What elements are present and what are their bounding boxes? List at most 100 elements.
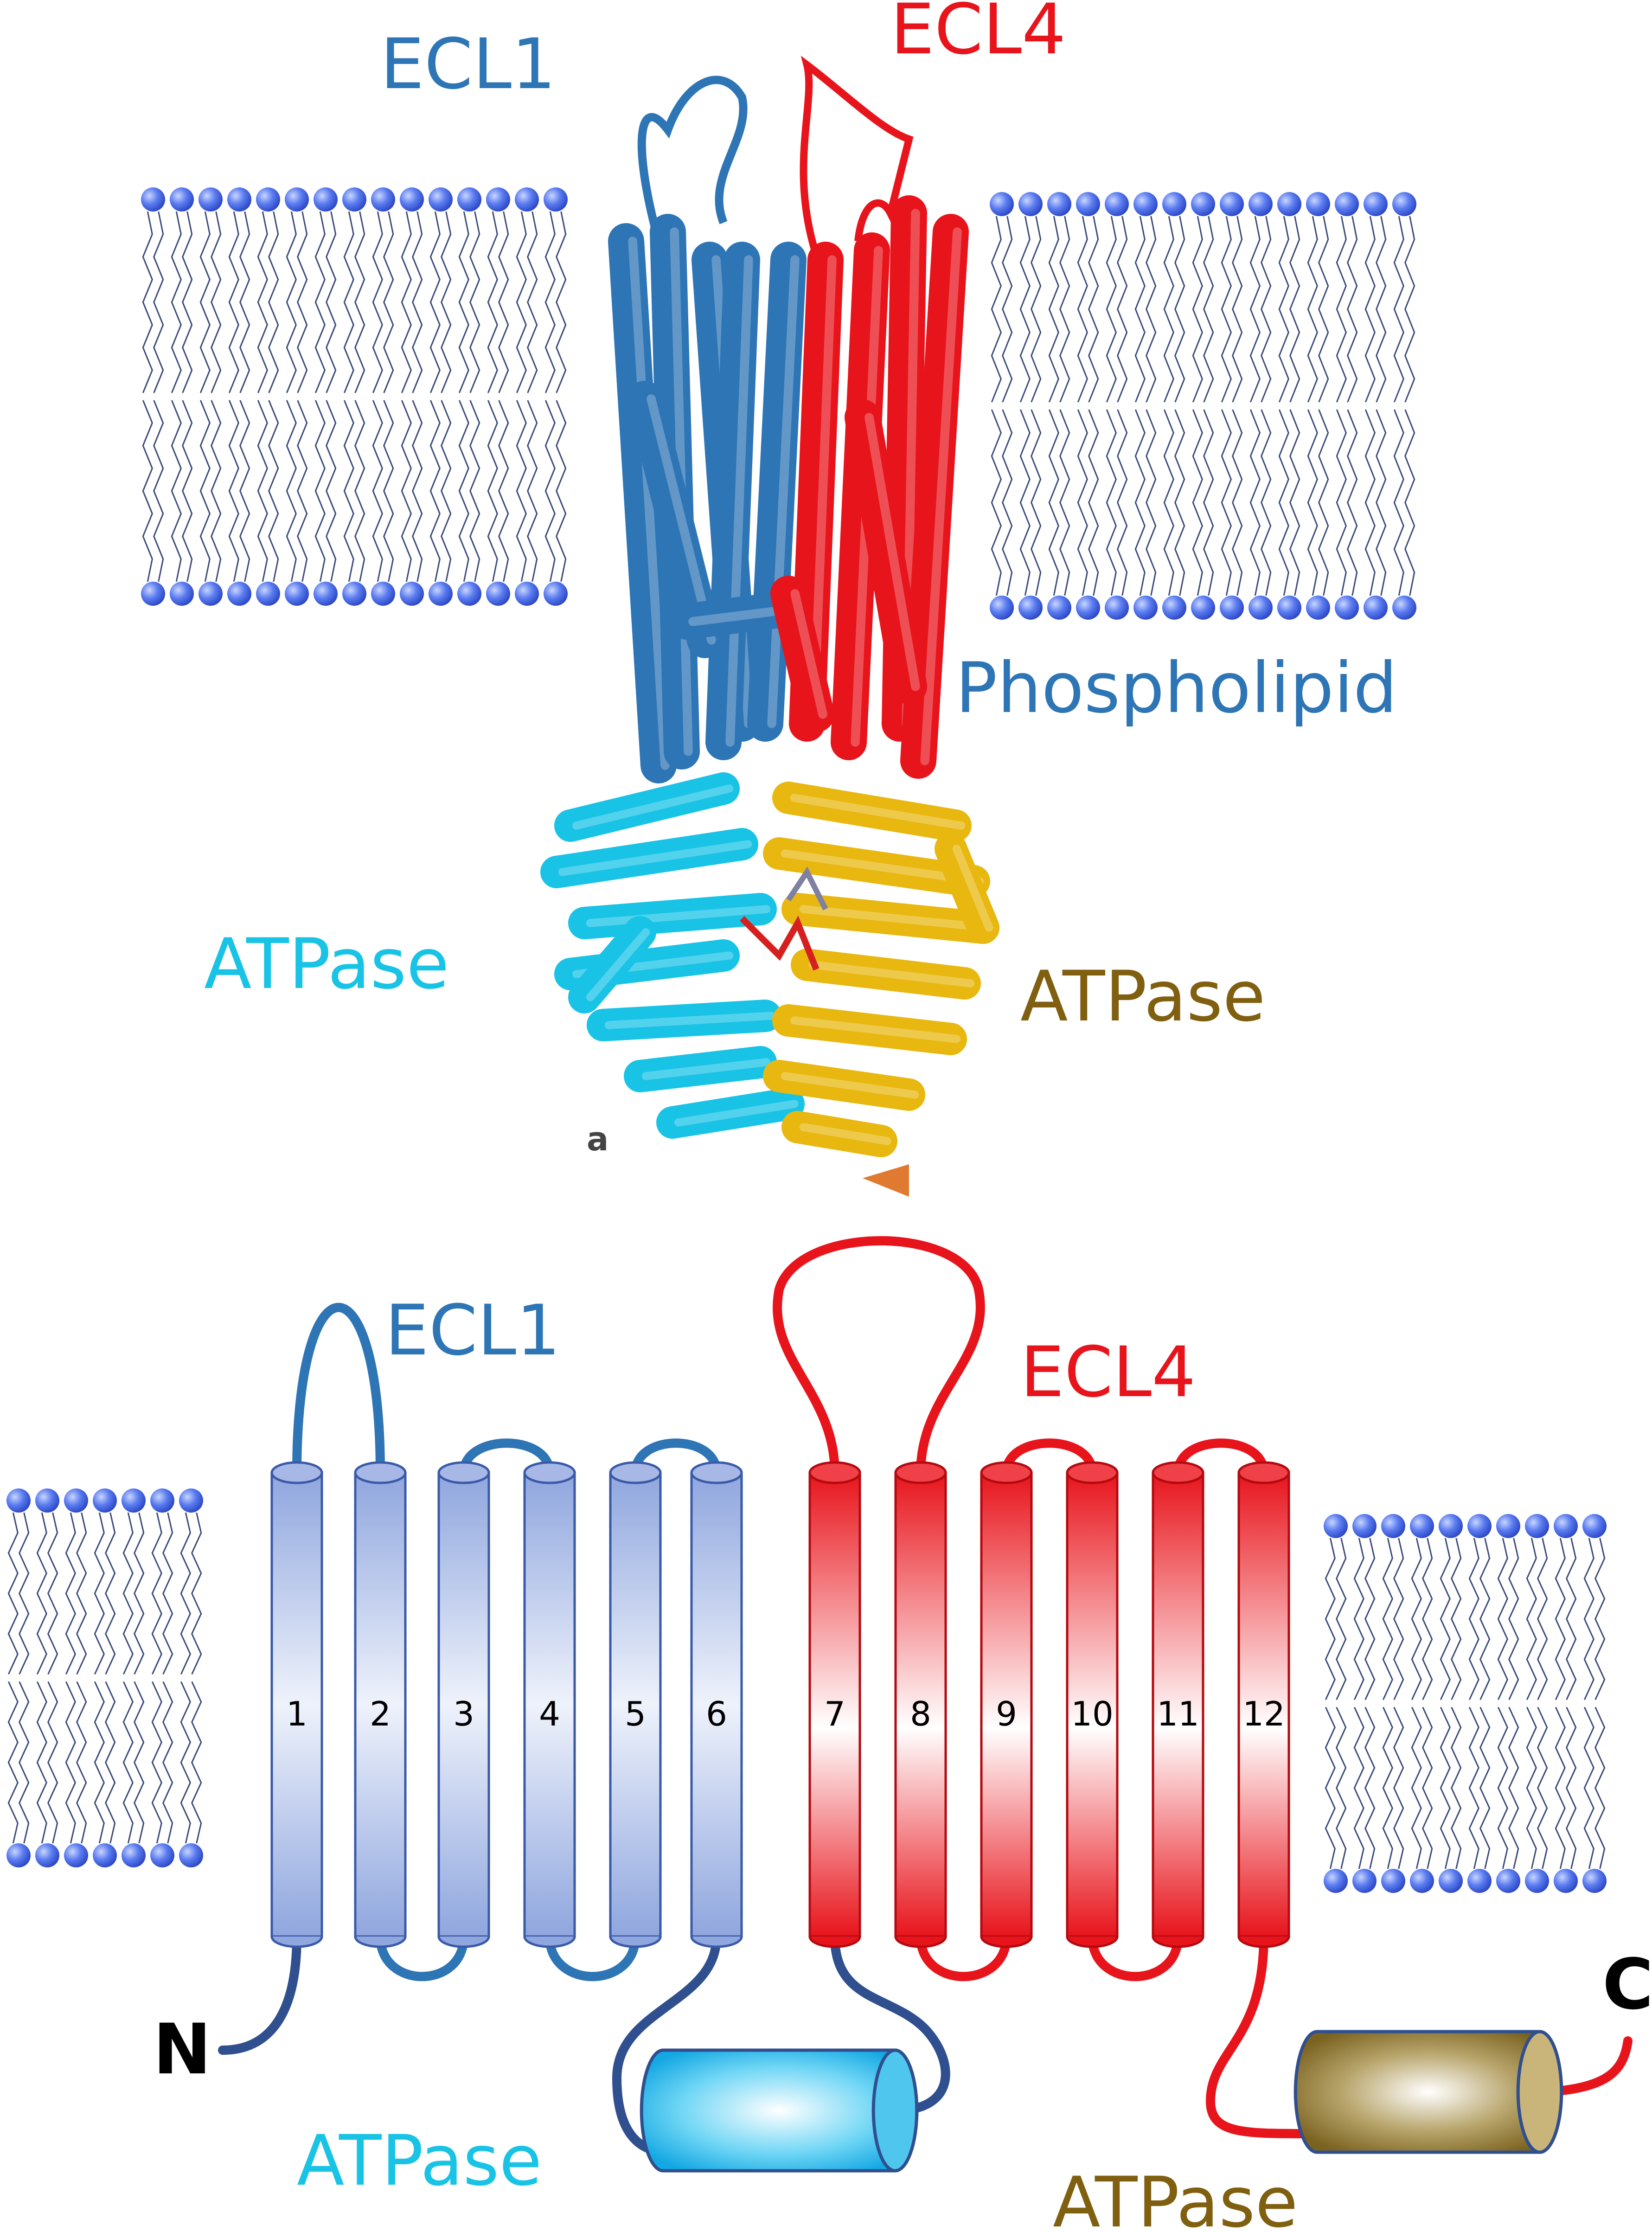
lipid-tail [1382, 1706, 1393, 1869]
lipid-head [64, 1843, 88, 1867]
lipid-head [285, 582, 309, 606]
lipid-tail [153, 211, 164, 393]
lipid-tail [469, 400, 480, 582]
lipid-tail [1583, 1706, 1594, 1869]
intracellular-loop [1088, 1932, 1183, 1982]
atpase-helix-cyan-highlight [604, 1012, 775, 1029]
helix-bottom [894, 1936, 947, 1948]
lipid-tail [1594, 1706, 1606, 1869]
lipid-tail [1318, 409, 1329, 596]
lipid-tail [1479, 1538, 1491, 1700]
lipid-tail [326, 400, 337, 582]
lipid-tail [1347, 409, 1358, 596]
helix-body [690, 1471, 743, 1938]
lipid-head [457, 582, 481, 606]
lipid-tail [134, 1681, 145, 1844]
atpase-helix-cyan-highlight [674, 1100, 799, 1127]
helix-bottom [270, 1936, 323, 1948]
lipid-tail [383, 211, 394, 393]
lipid-tail [1019, 216, 1031, 403]
bottom-ecl1-label: ECL1 [385, 1290, 561, 1371]
lipid-tail [142, 211, 153, 393]
nbd1-linker-out [830, 1932, 950, 2115]
lipid-tail [1048, 409, 1059, 596]
lipid-tail [7, 1681, 19, 1844]
lipid-head [1582, 1514, 1607, 1538]
lipid-tail [1336, 216, 1347, 403]
lipid-head [400, 187, 424, 212]
lipid-head [1249, 192, 1273, 216]
lipid-head [1047, 596, 1071, 620]
lipid-tail [1583, 1538, 1594, 1700]
lipid-head [122, 1488, 146, 1513]
lipid-head [1496, 1514, 1520, 1538]
helix-cap [354, 1461, 407, 1484]
lipid-tail [343, 211, 354, 393]
lipid-tail [1221, 409, 1232, 596]
lipid-tail [1468, 1706, 1479, 1869]
lipid-tail [1497, 1538, 1508, 1700]
lipid-head [1018, 596, 1043, 620]
lipid-head [170, 187, 194, 212]
lipid-head [1191, 596, 1215, 620]
lipid-tail [1526, 1706, 1537, 1869]
lipid-head [285, 187, 309, 212]
barrel-cap [1516, 2030, 1563, 2154]
lipid-head [314, 582, 338, 606]
lipid-head [35, 1488, 59, 1513]
lipid-tail [1249, 409, 1261, 596]
lipid-tail [65, 1512, 76, 1675]
lipid-head [198, 582, 223, 606]
helix-number: 8 [910, 1694, 931, 1733]
panel-letter: a [587, 1120, 608, 1158]
atpase-helix-gold [763, 837, 990, 898]
top-phospholipid-label: Phospholipid [955, 648, 1397, 729]
lipid-tail [498, 211, 509, 393]
lipid-tail [1031, 409, 1042, 596]
lipid-tail [239, 400, 250, 582]
helix-body [437, 1471, 490, 1938]
atpase-helix-gold [791, 949, 981, 1000]
lipid-tail [372, 211, 383, 393]
lipid-head [515, 582, 539, 606]
atpase-helix-cyan-highlight [586, 928, 650, 1001]
helix-bottom [354, 1936, 407, 1948]
helix-cap [437, 1461, 490, 1484]
lipid-head [1364, 192, 1388, 216]
lipid-head [6, 1488, 31, 1513]
lipid-tail [211, 400, 222, 582]
lipid-tail [544, 211, 556, 393]
lipid-tail [1566, 1706, 1577, 1869]
lipid-head [1467, 1869, 1492, 1893]
helix-cap [980, 1461, 1033, 1484]
lipid-tail [1393, 216, 1404, 403]
lipid-tail [354, 211, 365, 393]
lipid-tail [991, 409, 1002, 596]
lipid-tail [257, 400, 268, 582]
lipid-tail [36, 1681, 47, 1844]
lipid-tail [1451, 1706, 1462, 1869]
lipid-tail [458, 400, 469, 582]
lipid-head [1133, 192, 1158, 216]
lipid-tail [1289, 216, 1300, 403]
lipid-tail [314, 211, 326, 393]
tmd-helix-blue-highlight [647, 394, 716, 645]
lipid-tail [487, 211, 498, 393]
lipid-tail [1382, 1538, 1393, 1700]
tmd-helix-red-highlight [864, 413, 920, 691]
lipid-tail [1192, 409, 1203, 596]
tmd-helix-red-highlight [790, 589, 827, 719]
lipid-head [256, 582, 280, 606]
c-terminus-tail [1544, 2036, 1633, 2097]
lipid-tail [1404, 216, 1415, 403]
helix-number: 6 [706, 1694, 727, 1733]
helix-cap [1152, 1461, 1204, 1484]
atpase-helix-cyan-highlight [572, 784, 734, 830]
n-terminus-tail [218, 1932, 301, 2055]
bottom-membrane-bilayer [6, 1488, 1607, 1893]
lipid-tail [122, 1512, 134, 1675]
lipid-tail [105, 1681, 116, 1844]
lipid-tail [1192, 216, 1203, 403]
lipid-head [1410, 1514, 1434, 1538]
ligand-sticks [740, 915, 820, 971]
